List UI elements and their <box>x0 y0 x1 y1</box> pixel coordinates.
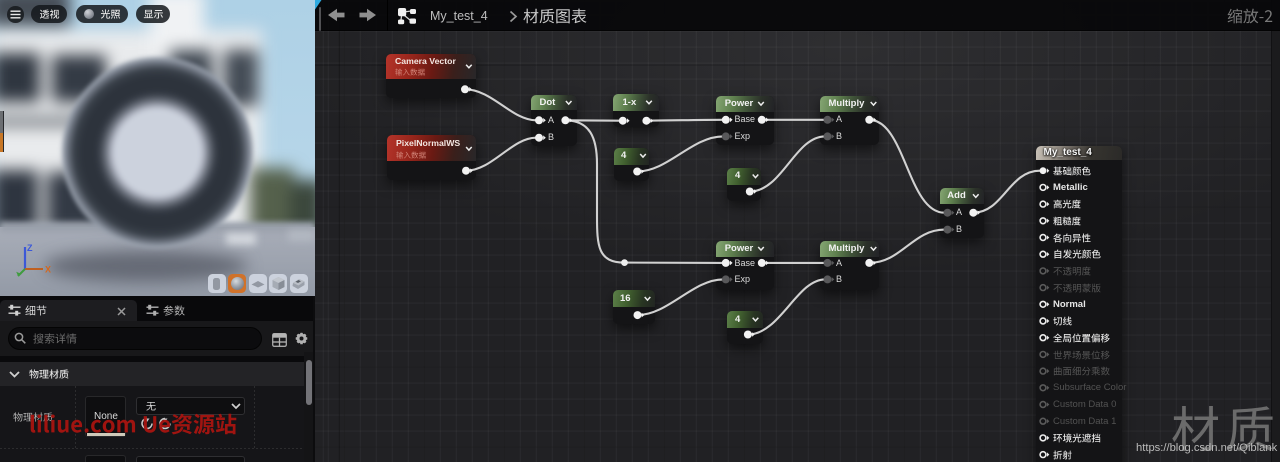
svg-text:Z: Z <box>27 243 33 253</box>
svg-text:X: X <box>45 265 51 275</box>
